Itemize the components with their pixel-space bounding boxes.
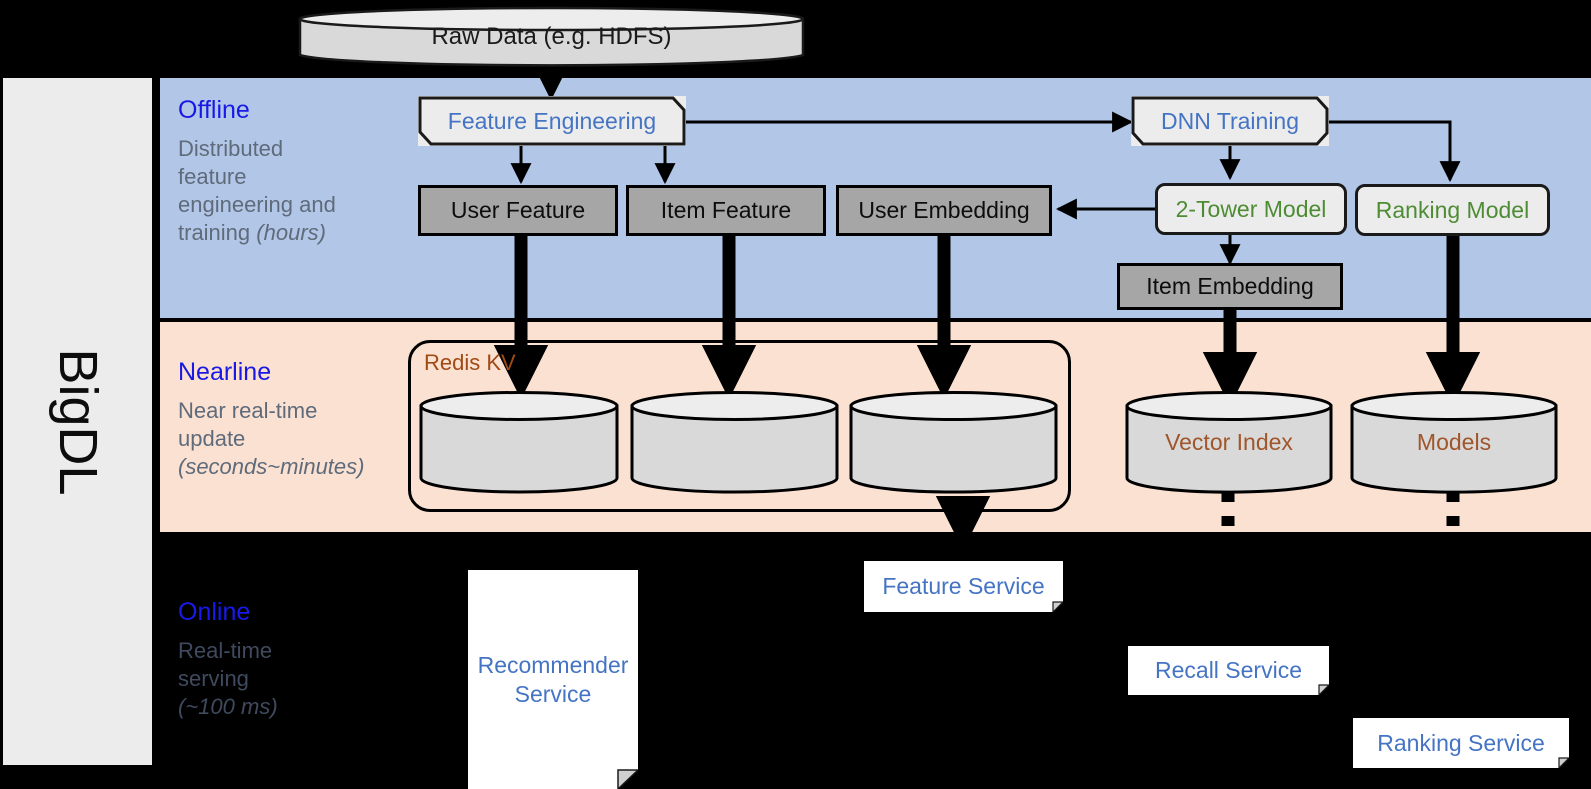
- item-embedding-label: Item Embedding: [1146, 273, 1314, 300]
- item-feature-node[interactable]: Item Feature: [626, 185, 826, 236]
- raw-data-label: Raw Data (e.g. HDFS): [431, 23, 672, 50]
- redis-kv-label: Redis KV: [424, 350, 516, 375]
- user-feature-label: User Feature: [450, 197, 586, 224]
- cylinder-shape: [630, 391, 839, 494]
- two-tower-model-label: 2-Tower Model: [1175, 195, 1327, 222]
- notched-box-shape: [418, 96, 686, 146]
- document-shape: [1353, 718, 1569, 768]
- nearline-desc-line2: update: [178, 425, 246, 451]
- caption-offline-desc: Distributed feature engineering and trai…: [178, 135, 418, 248]
- ranking-model-node[interactable]: Ranking Model: [1355, 184, 1550, 236]
- recommender-service-node[interactable]: Recommender Service: [468, 570, 638, 789]
- dnn-training-label: DNN Training: [1160, 107, 1300, 134]
- online-desc-line1: Real-time: [178, 637, 273, 663]
- cylinder-shape: [849, 391, 1058, 494]
- offline-desc-line4: training: [178, 220, 257, 246]
- recommender-service-label: Recommender Service: [468, 570, 638, 789]
- recall-service-label: Recall Service: [1155, 657, 1302, 684]
- caption-nearline: Nearline Near real-time update (seconds~…: [178, 358, 418, 481]
- offline-desc-line2: feature: [178, 163, 247, 189]
- feature-engineering-label: Feature Engineering: [447, 107, 657, 134]
- nearline-desc-emph: (seconds~minutes): [178, 454, 365, 480]
- item-embedding-node[interactable]: Item Embedding: [1117, 263, 1343, 310]
- vector-index-label: Vector Index: [1165, 428, 1293, 455]
- nearline-desc-line1: Near real-time: [178, 397, 318, 423]
- offline-desc-line1: Distributed: [178, 135, 284, 161]
- offline-desc-line3: engineering and: [178, 192, 336, 218]
- redis-cylinder-user-embedding[interactable]: [848, 390, 1059, 494]
- recommender-service-line2: Service: [514, 680, 592, 707]
- caption-offline-title: Offline: [178, 96, 250, 124]
- recall-service-node[interactable]: Recall Service: [1128, 646, 1329, 695]
- models-store[interactable]: Models: [1349, 390, 1559, 494]
- cylinder-shape: [298, 6, 805, 67]
- document-shape: [864, 561, 1063, 612]
- bigdl-sidebar: BigDL: [3, 78, 152, 765]
- bigdl-label: BigDL: [47, 347, 108, 496]
- recommender-service-line1: Recommender: [477, 651, 629, 678]
- ranking-service-node[interactable]: Ranking Service: [1353, 718, 1569, 768]
- feature-service-label: Feature Service: [882, 573, 1045, 600]
- redis-cylinder-user-feature[interactable]: [418, 390, 620, 494]
- feature-engineering-node[interactable]: Feature Engineering: [418, 96, 686, 146]
- offline-desc-emph: (hours): [256, 220, 326, 246]
- models-label: Models: [1416, 428, 1492, 455]
- online-desc-line2: serving: [178, 665, 249, 691]
- caption-nearline-title: Nearline: [178, 358, 272, 386]
- redis-kv-group[interactable]: [408, 340, 1071, 512]
- ranking-model-label: Ranking Model: [1375, 196, 1530, 223]
- user-embedding-label: User Embedding: [858, 197, 1030, 224]
- item-feature-label: Item Feature: [660, 197, 792, 224]
- caption-online-title: Online: [178, 598, 251, 626]
- caption-offline: Offline Distributed feature engineering …: [178, 96, 418, 247]
- document-shape: [1128, 646, 1329, 695]
- caption-online: Online Real-time serving (~100 ms): [178, 598, 418, 721]
- document-shape: [468, 570, 638, 789]
- caption-nearline-desc: Near real-time update (seconds~minutes): [178, 397, 418, 481]
- raw-data-store[interactable]: Raw Data (e.g. HDFS): [297, 5, 806, 69]
- online-desc-emph: (~100 ms): [178, 694, 278, 720]
- cylinder-shape: [419, 391, 619, 494]
- user-embedding-node[interactable]: User Embedding: [836, 185, 1052, 236]
- user-feature-node[interactable]: User Feature: [418, 185, 618, 236]
- ranking-service-label: Ranking Service: [1377, 729, 1545, 756]
- feature-service-node[interactable]: Feature Service: [864, 561, 1063, 612]
- caption-online-desc: Real-time serving (~100 ms): [178, 637, 418, 721]
- vector-index-store[interactable]: Vector Index: [1124, 390, 1334, 494]
- redis-cylinder-item-feature[interactable]: [629, 390, 840, 494]
- two-tower-model-node[interactable]: 2-Tower Model: [1155, 183, 1347, 235]
- dnn-training-node[interactable]: DNN Training: [1131, 96, 1329, 146]
